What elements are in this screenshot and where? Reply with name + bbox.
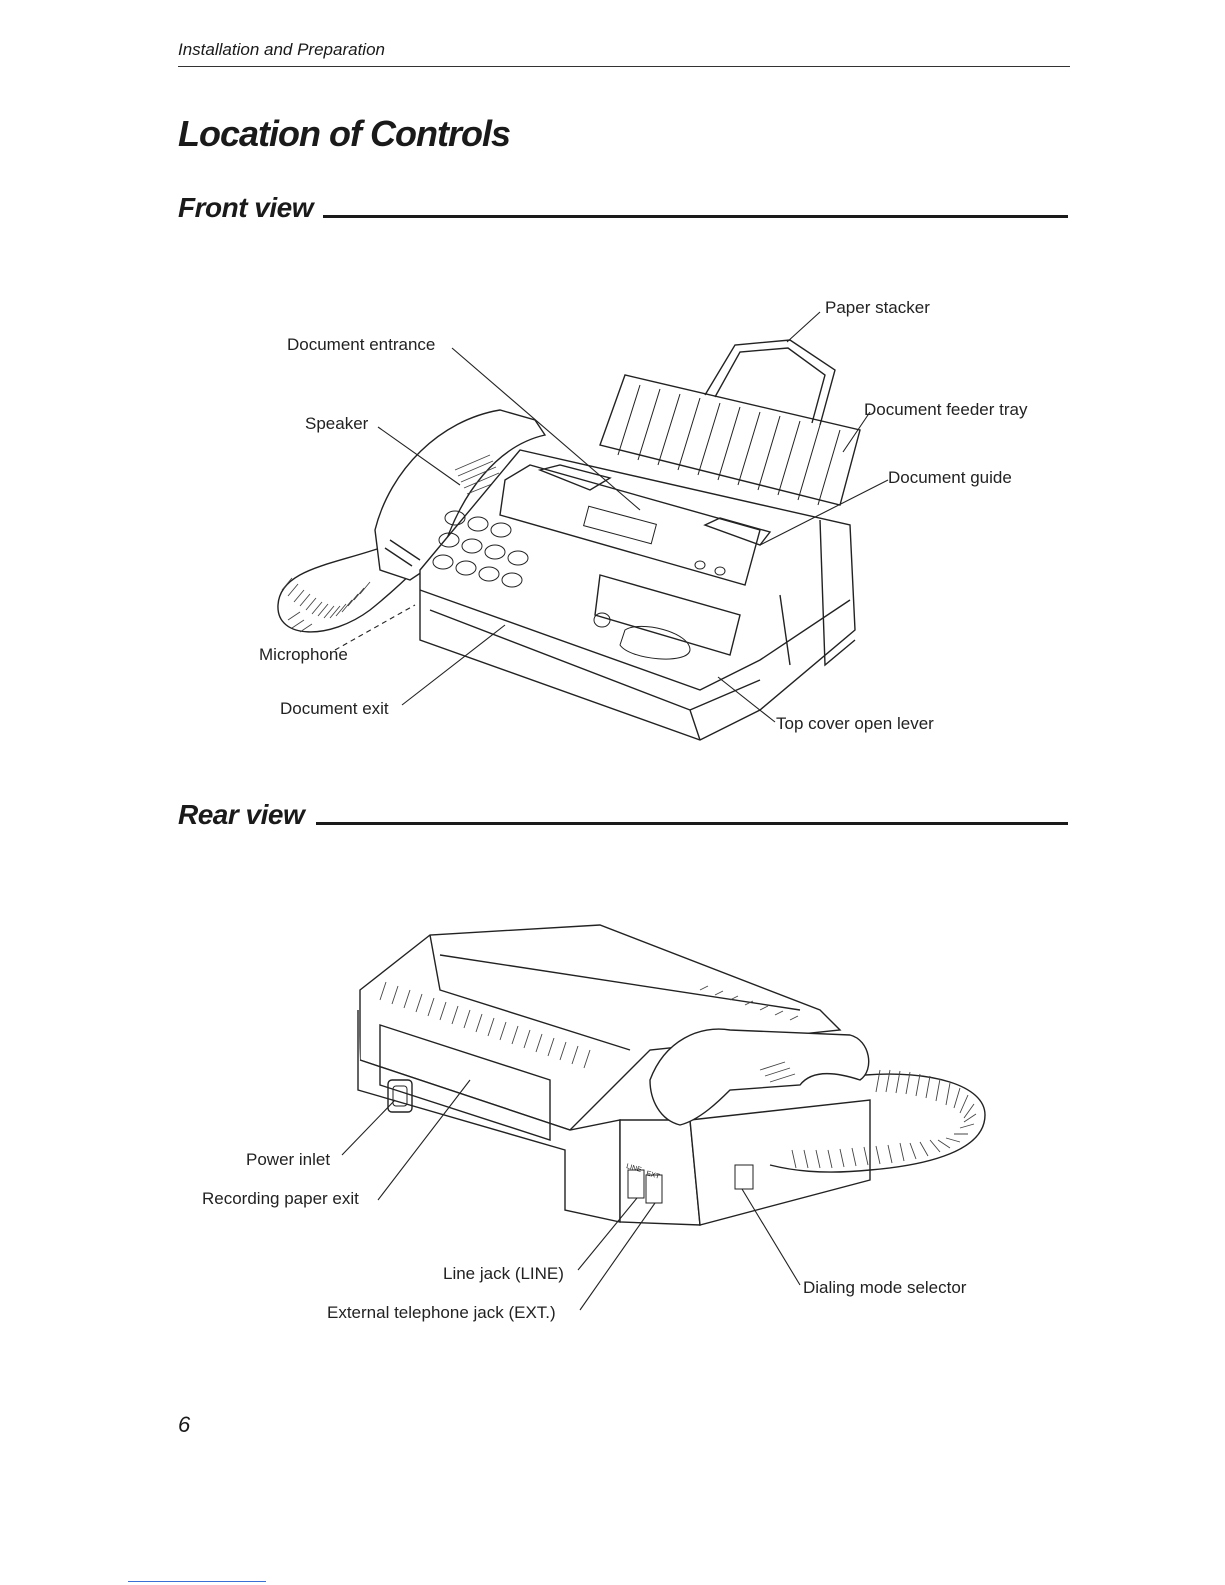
label-power-inlet: Power inlet — [246, 1150, 331, 1169]
label-external-telephone-jack: External telephone jack (EXT.) — [327, 1303, 556, 1322]
label-microphone: Microphone — [259, 645, 348, 664]
label-recording-paper-exit: Recording paper exit — [202, 1189, 359, 1208]
page-number: 6 — [178, 1412, 191, 1437]
label-dialing-mode-selector: Dialing mode selector — [803, 1278, 967, 1297]
rear-handset-cord — [769, 1069, 986, 1173]
page-title: Location of Controls — [178, 113, 511, 154]
fax-body — [419, 449, 856, 741]
rear-view-leader-lines — [341, 1079, 801, 1311]
label-paper-stacker: Paper stacker — [825, 298, 930, 317]
label-document-exit: Document exit — [280, 699, 389, 718]
front-view-rule — [323, 215, 1068, 218]
document-feeder-tray — [599, 374, 861, 506]
handset — [374, 409, 547, 581]
label-document-guide: Document guide — [888, 468, 1012, 487]
label-top-cover-open-lever: Top cover open lever — [776, 714, 934, 733]
rear-view-rule — [316, 822, 1068, 825]
front-view-leader-lines — [334, 311, 889, 723]
label-document-entrance: Document entrance — [287, 335, 436, 354]
label-line-jack: Line jack (LINE) — [443, 1264, 564, 1283]
handset-cord — [277, 547, 421, 633]
header-rule — [178, 66, 1070, 67]
label-speaker: Speaker — [305, 414, 369, 433]
label-document-feeder-tray: Document feeder tray — [864, 400, 1028, 419]
rear-handset — [649, 1028, 870, 1126]
bottom-link-underline[interactable] — [128, 1581, 266, 1582]
fax-rear-body — [357, 924, 871, 1226]
rear-view-title: Rear view — [178, 799, 305, 830]
front-view-title: Front view — [178, 192, 314, 223]
running-head: Installation and Preparation — [178, 40, 385, 59]
